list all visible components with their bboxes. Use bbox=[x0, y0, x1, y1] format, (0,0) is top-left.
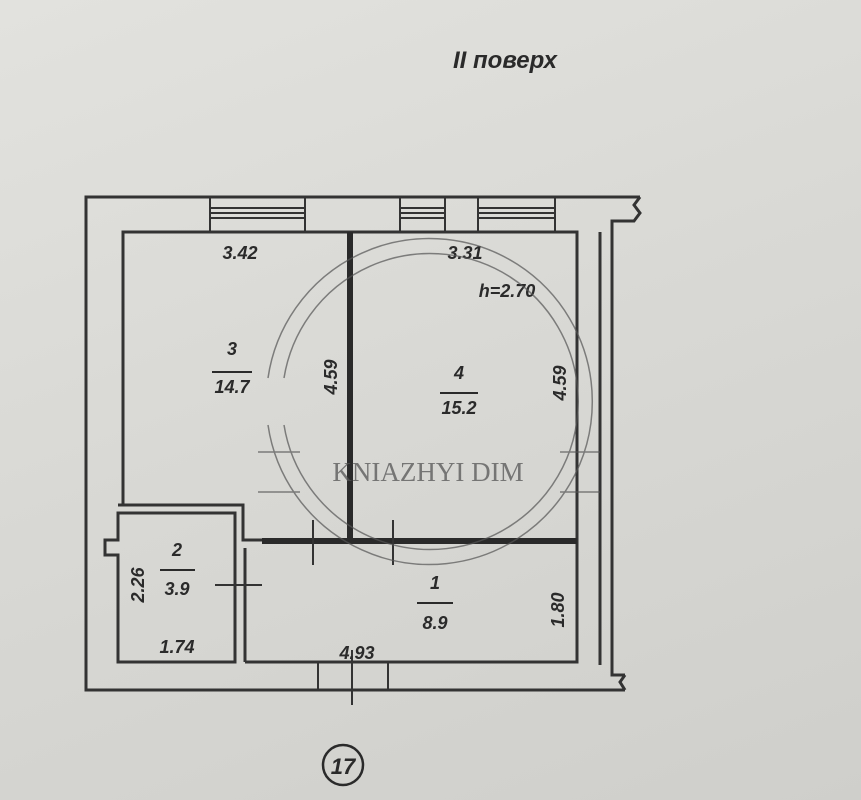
dim-room1-width: 4.93 bbox=[338, 643, 374, 663]
wall-break-symbol bbox=[618, 674, 627, 691]
dim-room4-width: 3.31 bbox=[447, 243, 482, 263]
apartment-number-circle bbox=[321, 743, 365, 787]
dim-room2-width: 1.74 bbox=[159, 637, 194, 657]
room1-outline bbox=[245, 545, 579, 664]
room4-area: 15.2 bbox=[441, 398, 476, 418]
window bbox=[477, 197, 556, 232]
ceiling-height: h=2.70 bbox=[479, 281, 536, 301]
dim-room2-depth: 2.26 bbox=[128, 567, 148, 604]
room1-area: 8.9 bbox=[422, 613, 447, 633]
dim-room1-depth: 1.80 bbox=[548, 592, 568, 627]
room2-outline bbox=[103, 511, 237, 664]
partition-room3-room4 bbox=[347, 232, 353, 542]
room2-top-wall bbox=[118, 503, 262, 542]
room4-number: 4 bbox=[453, 363, 464, 383]
floor-title: II поверх bbox=[453, 47, 559, 74]
apartment-number: 17 bbox=[331, 754, 357, 779]
dim-room3-depth: 4.59 bbox=[321, 359, 341, 395]
dim-room4-depth: 4.59 bbox=[550, 365, 570, 401]
room1-number: 1 bbox=[430, 573, 440, 593]
window bbox=[399, 197, 446, 232]
room3-number: 3 bbox=[227, 339, 237, 359]
room2-area: 3.9 bbox=[164, 579, 189, 599]
partition-corridor bbox=[262, 538, 577, 544]
windows bbox=[209, 197, 556, 705]
entrance-door bbox=[317, 650, 389, 705]
door-marks bbox=[215, 520, 394, 586]
room3-area: 14.7 bbox=[214, 377, 250, 397]
watermark-text: KNIAZHYI DIM bbox=[332, 457, 523, 487]
window bbox=[209, 197, 306, 232]
room2-number: 2 bbox=[171, 540, 182, 560]
outer-wall bbox=[84, 195, 640, 692]
watermark-logo bbox=[258, 237, 600, 566]
dim-room3-width: 3.42 bbox=[222, 243, 257, 263]
outer-wall-right bbox=[610, 196, 642, 677]
